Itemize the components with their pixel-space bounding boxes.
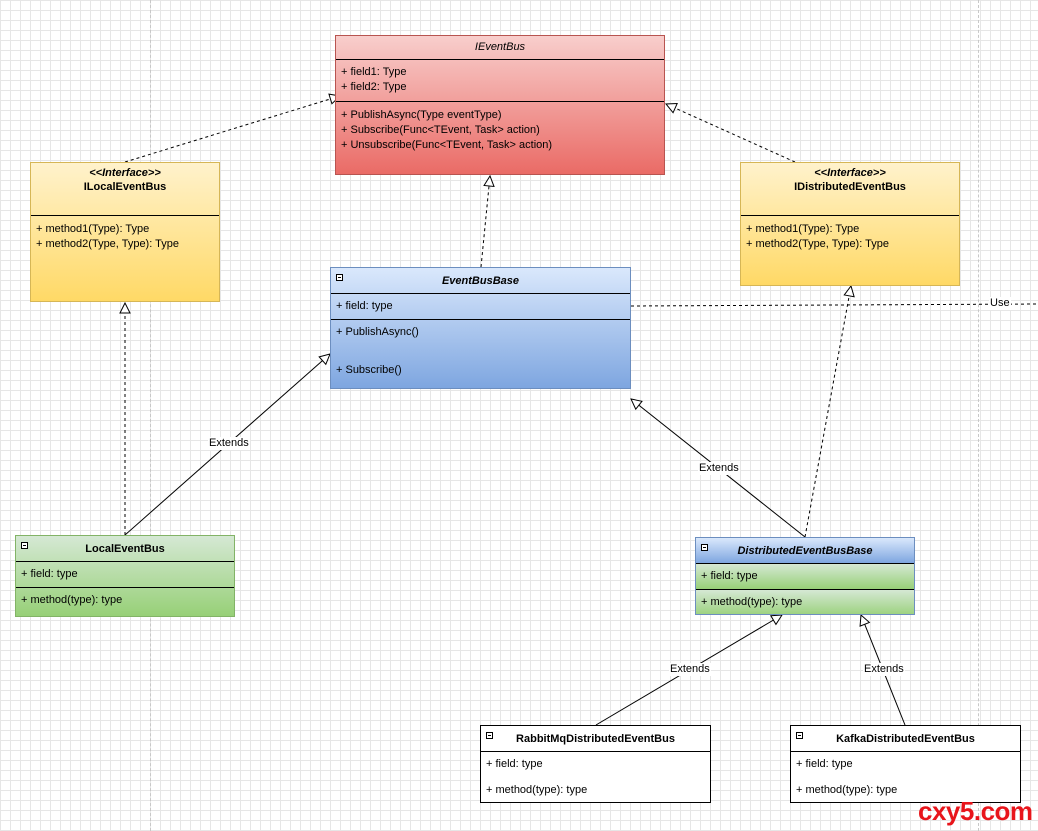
- edge-label-extends-local: Extends: [208, 437, 250, 450]
- edge-label-extends-distbase: Extends: [698, 462, 740, 475]
- field-item: + field: type: [796, 758, 853, 770]
- collapse-toggle[interactable]: [336, 274, 343, 281]
- method-section: + method(type): type: [791, 778, 1020, 798]
- field-section: + field1: Type + field2: Type: [336, 60, 664, 102]
- edge-ilocal-implements-ieventbus[interactable]: [124, 96, 340, 163]
- method-section: + method(type): type: [16, 588, 234, 608]
- method-section: + method(type): type: [481, 778, 710, 798]
- edge-label-use: Use: [989, 297, 1011, 310]
- field-item: + field: type: [336, 300, 393, 312]
- method-item: + Subscribe(Func<TEvent, Task> action): [341, 124, 540, 136]
- class-name: KafkaDistributedEventBus: [836, 733, 975, 745]
- field-item: + field: type: [21, 568, 78, 580]
- page-guide-right: [978, 0, 979, 831]
- class-name: EventBusBase: [441, 275, 520, 287]
- class-header: IEventBus: [336, 36, 664, 60]
- field-section: + field: type: [16, 562, 234, 588]
- class-localeventbus[interactable]: LocalEventBus + field: type + method(typ…: [15, 535, 235, 617]
- field-item: + field2: Type: [341, 81, 407, 93]
- method-section: + method1(Type): Type + method2(Type, Ty…: [741, 216, 959, 252]
- stereotype-label: <<Interface>>: [814, 167, 886, 179]
- method-item: + Subscribe(): [336, 364, 402, 376]
- watermark: cxy5.com: [918, 796, 1033, 826]
- class-header: <<Interface>> ILocalEventBus: [31, 163, 219, 216]
- method-item: + method1(Type): Type: [36, 223, 150, 235]
- method-item: + method(type): type: [21, 594, 123, 606]
- edge-idist-implements-ieventbus[interactable]: [666, 104, 796, 163]
- collapse-toggle[interactable]: [486, 732, 493, 739]
- class-rabbitmqdistributedeventbus[interactable]: RabbitMqDistributedEventBus + field: typ…: [480, 725, 711, 803]
- method-item: + method(type): type: [796, 784, 898, 796]
- field-item: + field1: Type: [341, 66, 407, 78]
- class-header: LocalEventBus: [16, 536, 234, 562]
- class-name: RabbitMqDistributedEventBus: [516, 733, 675, 745]
- class-header: KafkaDistributedEventBus: [791, 726, 1020, 752]
- edge-base-use[interactable]: [630, 303, 1038, 307]
- field-section: + field: type: [481, 752, 710, 778]
- class-header: EventBusBase: [331, 268, 630, 294]
- class-header: DistributedEventBusBase: [696, 538, 914, 564]
- method-item: + method(type): type: [701, 596, 803, 608]
- method-item: + PublishAsync(): [336, 326, 419, 338]
- interface-ilocaleventbus[interactable]: <<Interface>> ILocalEventBus + method1(T…: [30, 162, 220, 302]
- class-name: IDistributedEventBus: [794, 181, 906, 193]
- interface-idistributedeventbus[interactable]: <<Interface>> IDistributedEventBus + met…: [740, 162, 960, 286]
- field-item: + field: type: [701, 570, 758, 582]
- edge-base-implements-ieventbus[interactable]: [480, 176, 490, 268]
- method-item: + method1(Type): Type: [746, 223, 860, 235]
- field-item: + field: type: [486, 758, 543, 770]
- class-kafkadistributedeventbus[interactable]: KafkaDistributedEventBus + field: type +…: [790, 725, 1021, 803]
- class-name: IEventBus: [474, 41, 526, 53]
- method-section: + method1(Type): Type + method2(Type, Ty…: [31, 216, 219, 252]
- class-header: <<Interface>> IDistributedEventBus: [741, 163, 959, 216]
- collapse-toggle[interactable]: [796, 732, 803, 739]
- method-item: + PublishAsync(Type eventType): [341, 109, 502, 121]
- class-name: DistributedEventBusBase: [737, 545, 873, 557]
- collapse-toggle[interactable]: [701, 544, 708, 551]
- class-ieventbus[interactable]: IEventBus + field1: Type + field2: Type …: [335, 35, 665, 175]
- field-section: + field: type: [696, 564, 914, 590]
- class-header: RabbitMqDistributedEventBus: [481, 726, 710, 752]
- edge-label-extends-rabbit: Extends: [669, 663, 711, 676]
- stereotype-label: <<Interface>>: [89, 167, 161, 179]
- page-guide-left: [150, 0, 151, 831]
- method-item: + method2(Type, Type): Type: [746, 238, 889, 250]
- field-section: + field: type: [331, 294, 630, 320]
- method-section: + PublishAsync(Type eventType) + Subscri…: [336, 102, 664, 153]
- edge-distbase-implements-idist[interactable]: [804, 286, 851, 538]
- class-name: ILocalEventBus: [83, 181, 167, 193]
- field-section: + field: type: [791, 752, 1020, 778]
- class-eventbusbase[interactable]: EventBusBase + field: type + PublishAsyn…: [330, 267, 631, 389]
- method-item: + method(type): type: [486, 784, 588, 796]
- method-section: + PublishAsync() + Subscribe(): [331, 320, 630, 378]
- method-item: + method2(Type, Type): Type: [36, 238, 179, 250]
- method-item: + Unsubscribe(Func<TEvent, Task> action): [341, 139, 553, 151]
- class-name: LocalEventBus: [85, 543, 165, 555]
- edge-label-extends-kafka: Extends: [863, 663, 905, 676]
- collapse-toggle[interactable]: [21, 542, 28, 549]
- class-distributedeventbusbase[interactable]: DistributedEventBusBase + field: type + …: [695, 537, 915, 615]
- method-section: + method(type): type: [696, 590, 914, 614]
